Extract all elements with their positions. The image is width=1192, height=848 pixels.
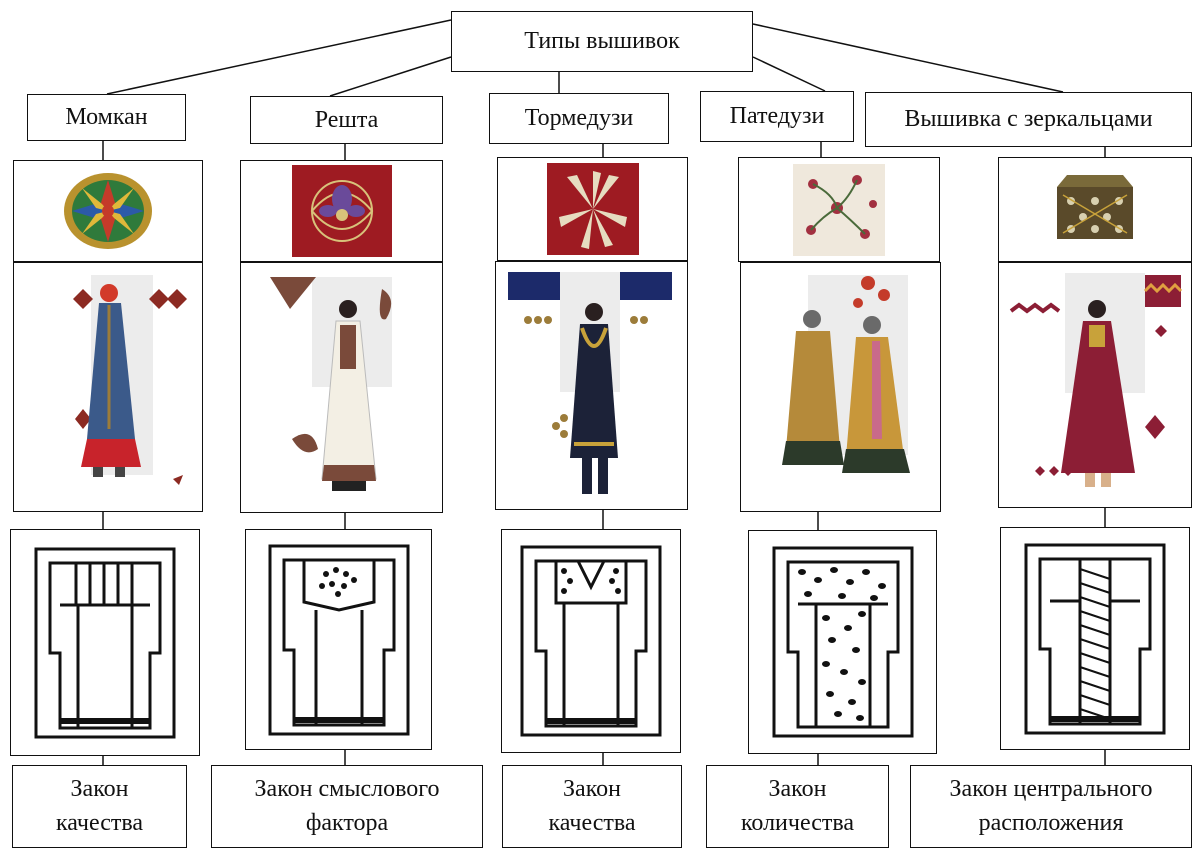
costume-box-momkan <box>13 262 203 512</box>
law-label: Закон смыслового фактора <box>254 775 440 836</box>
woman-in-white-coat-with-paisley-photo <box>269 276 392 491</box>
costume-box-reshta <box>240 262 443 513</box>
woman-in-red-dress-photo <box>1009 273 1183 487</box>
root-label: Типы вышивок <box>524 28 680 55</box>
type-label: Патедузи <box>729 103 825 130</box>
type-label: Решта <box>314 106 379 133</box>
connector-line <box>106 19 452 95</box>
law-node-tormeduzi: Закон качества <box>502 765 682 848</box>
law-node-momkan: Закон качества <box>12 765 187 848</box>
law-node-mirror-embroidery: Закон центрального расположения <box>910 765 1192 848</box>
type-node-momkan: Момкан <box>27 94 186 141</box>
central-vertical-band-schematic <box>1024 543 1166 734</box>
woman-in-black-embroidered-coat-photo <box>507 271 672 494</box>
two-women-in-floral-coats-photo <box>781 275 910 473</box>
swatch-box-momkan <box>13 160 203 262</box>
type-node-tormeduzi: Тормедузи <box>489 93 669 144</box>
law-label: Закон качества <box>55 775 144 836</box>
round-multicolor-embroidered-cushion <box>64 173 152 249</box>
mirror-embroidered-box <box>1057 174 1133 239</box>
root-node: Типы вышивок <box>451 11 753 72</box>
pattern-box-reshta <box>245 529 432 750</box>
red-gold-leaf-embroidery <box>546 163 639 255</box>
law-label: Закон центрального расположения <box>949 775 1153 836</box>
law-label: Закон количества <box>740 775 855 836</box>
swatch-box-pateduzi <box>738 157 940 262</box>
connector-line <box>329 56 452 97</box>
type-node-pateduzi: Патедузи <box>700 91 854 142</box>
law-node-reshta: Закон смыслового фактора <box>211 765 483 848</box>
law-label: Закон качества <box>548 775 636 836</box>
type-label: Вышивка с зеркальцами <box>904 106 1153 133</box>
pattern-box-momkan <box>10 529 200 756</box>
v-neck-yoke-schematic <box>520 545 662 737</box>
vertical-stripes-yoke-schematic <box>34 547 176 738</box>
swatch-box-tormeduzi <box>497 157 688 261</box>
connector-line <box>752 23 1064 93</box>
swatch-box-mirror-embroidery <box>998 157 1192 262</box>
type-label: Тормедузи <box>524 105 634 132</box>
type-node-mirror-embroidery: Вышивка с зеркальцами <box>865 92 1192 147</box>
pattern-box-tormeduzi <box>501 529 681 753</box>
connector-line <box>752 56 826 92</box>
red-gold-floral-embroidery <box>291 165 392 257</box>
costume-box-mirror-embroidery <box>998 262 1192 508</box>
pattern-box-mirror-embroidery <box>1000 527 1190 750</box>
costume-box-pateduzi <box>740 262 941 512</box>
pattern-box-pateduzi <box>748 530 937 754</box>
type-label: Момкан <box>65 104 148 131</box>
costume-box-tormeduzi <box>495 261 688 510</box>
swatch-box-reshta <box>240 160 443 262</box>
floral-cluster-collar-schematic <box>268 544 409 735</box>
woman-in-blue-embroidered-robe-photo <box>73 275 187 485</box>
law-node-pateduzi: Закон количества <box>706 765 889 848</box>
type-node-reshta: Решта <box>250 96 443 144</box>
all-over-dots-schematic <box>772 546 913 738</box>
cream-floral-embroidery <box>793 163 885 256</box>
